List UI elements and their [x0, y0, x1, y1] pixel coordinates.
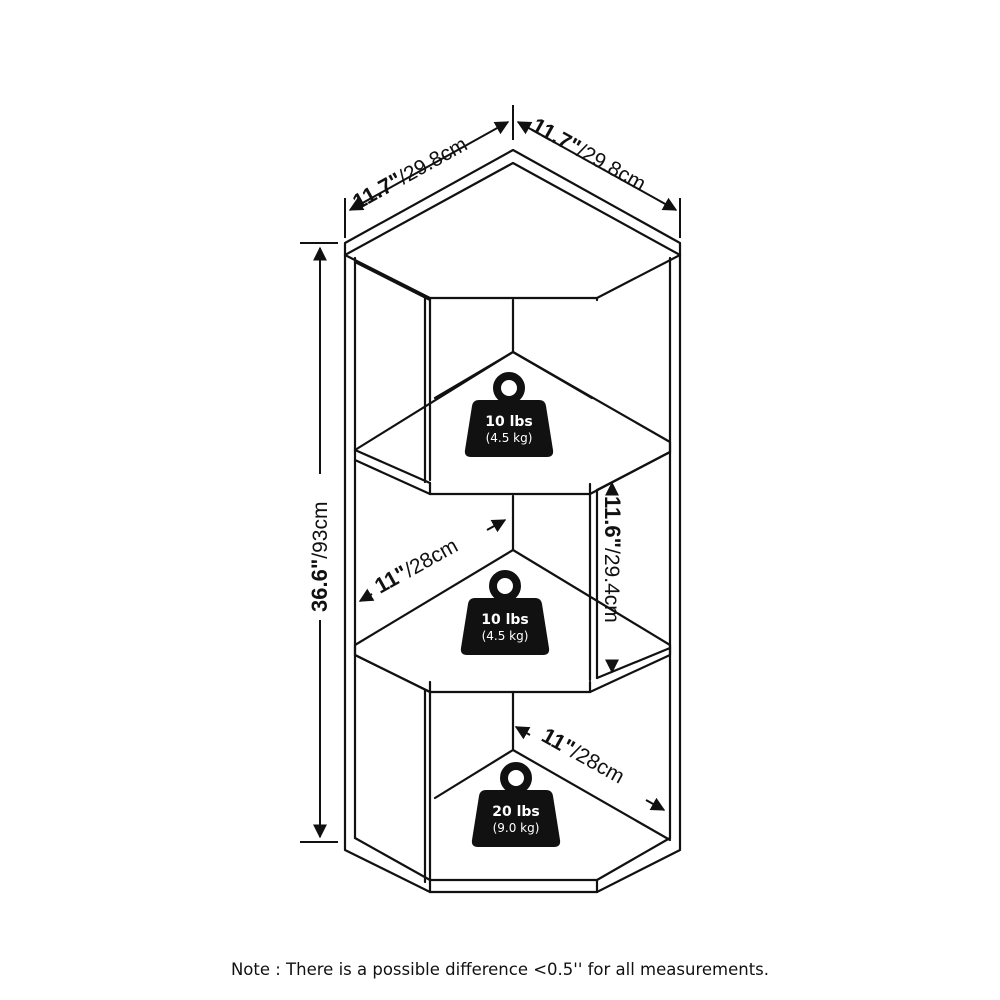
svg-text:11.7"/29.8cm: 11.7"/29.8cm — [348, 131, 471, 214]
measurement-note: Note : There is a possible difference <0… — [230, 960, 770, 979]
weight-badge-bottom: 20 lbs (9.0 kg) — [471, 762, 561, 847]
bottom-depth-metric: /28cm — [567, 741, 628, 789]
height-imperial: 36.6" — [307, 559, 332, 612]
weight-icon — [464, 372, 554, 457]
dimension-top-right: 11.7"/29.8cm — [516, 113, 681, 238]
weight-capacity: 10 lbs — [485, 414, 533, 430]
upper-left-divider — [353, 260, 515, 485]
weight-capacity: 10 lbs — [481, 612, 529, 628]
middle-depth-metric: /28cm — [401, 534, 462, 582]
svg-text:11.6"/29.4cm: 11.6"/29.4cm — [600, 496, 625, 623]
weight-metric: (4.5 kg) — [482, 629, 529, 643]
weight-icon — [460, 570, 550, 655]
spacing-metric: /29.4cm — [600, 548, 623, 623]
top-right-metric: /29.8cm — [573, 139, 649, 195]
weight-metric: (9.0 kg) — [493, 821, 540, 835]
weight-badge-middle: 10 lbs (4.5 kg) — [460, 570, 550, 655]
dimension-top-left: 11.7"/29.8cm — [344, 105, 514, 238]
svg-text:36.6"/93cm: 36.6"/93cm — [307, 502, 332, 612]
shelf-unit — [343, 148, 682, 894]
dimension-shelf-spacing: 11.6"/29.4cm — [600, 481, 625, 674]
lower-left-divider — [353, 653, 515, 884]
svg-text:11.7"/29.8cm: 11.7"/29.8cm — [528, 113, 651, 196]
bottom-board — [343, 748, 682, 894]
weight-metric: (4.5 kg) — [486, 431, 533, 445]
spacing-imperial: 11.6" — [600, 496, 625, 548]
side-panels — [343, 253, 682, 842]
dimension-middle-depth: 11"/28cm — [358, 519, 507, 602]
weight-badge-top: 10 lbs (4.5 kg) — [464, 372, 554, 457]
svg-text:11"/28cm: 11"/28cm — [538, 723, 630, 789]
weight-icon — [471, 762, 561, 847]
weight-capacity: 20 lbs — [492, 804, 540, 820]
height-metric: /93cm — [309, 502, 332, 559]
dimension-height: 36.6"/93cm — [300, 242, 338, 843]
